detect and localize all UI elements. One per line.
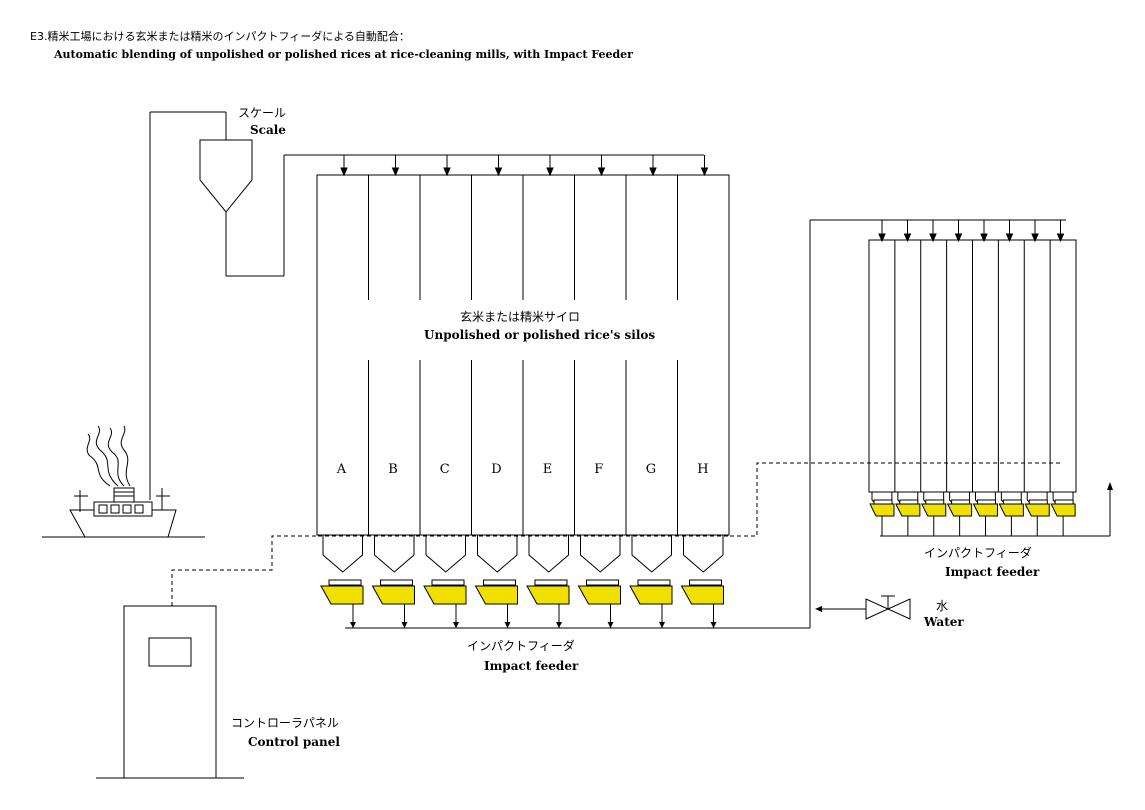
control-panel-screen bbox=[148, 637, 192, 667]
silo-label: A bbox=[336, 462, 347, 477]
silo-label: E bbox=[542, 462, 553, 477]
impact-feeder-icon bbox=[1024, 499, 1050, 517]
impact-feeder-icon bbox=[577, 579, 621, 605]
right-impact-feeder-label-en: Impact feeder bbox=[945, 565, 1040, 579]
silo-label: B bbox=[388, 462, 398, 477]
impact-feeder-icon bbox=[474, 579, 518, 605]
title-jp: E3.精米工場における玄米または精米のインパクトフィーダによる自動配合： bbox=[30, 30, 410, 43]
impact-feeder-icon bbox=[371, 579, 415, 605]
control-panel-label-jp: コントローラパネル bbox=[231, 716, 339, 730]
right-impact-feeder-label-jp: インパクトフィーダ bbox=[924, 546, 1032, 560]
silos-label-jp: 玄米または精米サイロ bbox=[460, 310, 581, 324]
control-panel bbox=[123, 605, 217, 779]
impact-feeder-icon bbox=[920, 499, 947, 517]
impact-feeder-icon bbox=[972, 499, 998, 517]
silo-label: H bbox=[697, 462, 709, 477]
impact-feeder-icon bbox=[946, 499, 973, 517]
impact-feeder-icon bbox=[320, 579, 364, 605]
water-label-en: Water bbox=[924, 615, 964, 629]
silo-label: G bbox=[645, 462, 657, 477]
title-en: Automatic blending of unpolished or poli… bbox=[54, 48, 633, 61]
impact-feeder-icon bbox=[869, 499, 895, 517]
control-panel-label-en: Control panel bbox=[248, 735, 340, 749]
water-valve bbox=[865, 598, 890, 620]
ship-icon bbox=[42, 425, 205, 538]
scale-label-en: Scale bbox=[250, 123, 286, 137]
impact-feeder-icon bbox=[998, 499, 1024, 517]
scale-hopper bbox=[199, 139, 253, 213]
impact-feeder-label-en: Impact feeder bbox=[484, 659, 579, 673]
impact-feeder-icon bbox=[423, 579, 467, 605]
water-label-jp: 水 bbox=[936, 599, 949, 613]
silo-label: D bbox=[491, 462, 502, 477]
silos-label-en: Unpolished or polished rice's silos bbox=[424, 328, 656, 342]
impact-feeder-icon bbox=[629, 579, 673, 605]
impact-feeder-icon bbox=[1050, 499, 1076, 517]
impact-feeder-icon bbox=[526, 579, 570, 605]
impact-feeder-label-jp: インパクトフィーダ bbox=[467, 639, 575, 653]
scale-label-jp: スケール bbox=[238, 106, 287, 120]
silo-label: F bbox=[594, 462, 604, 477]
impact-feeder-icon bbox=[895, 499, 921, 517]
silo-label: C bbox=[439, 462, 450, 477]
impact-feeder-icon bbox=[680, 579, 724, 605]
